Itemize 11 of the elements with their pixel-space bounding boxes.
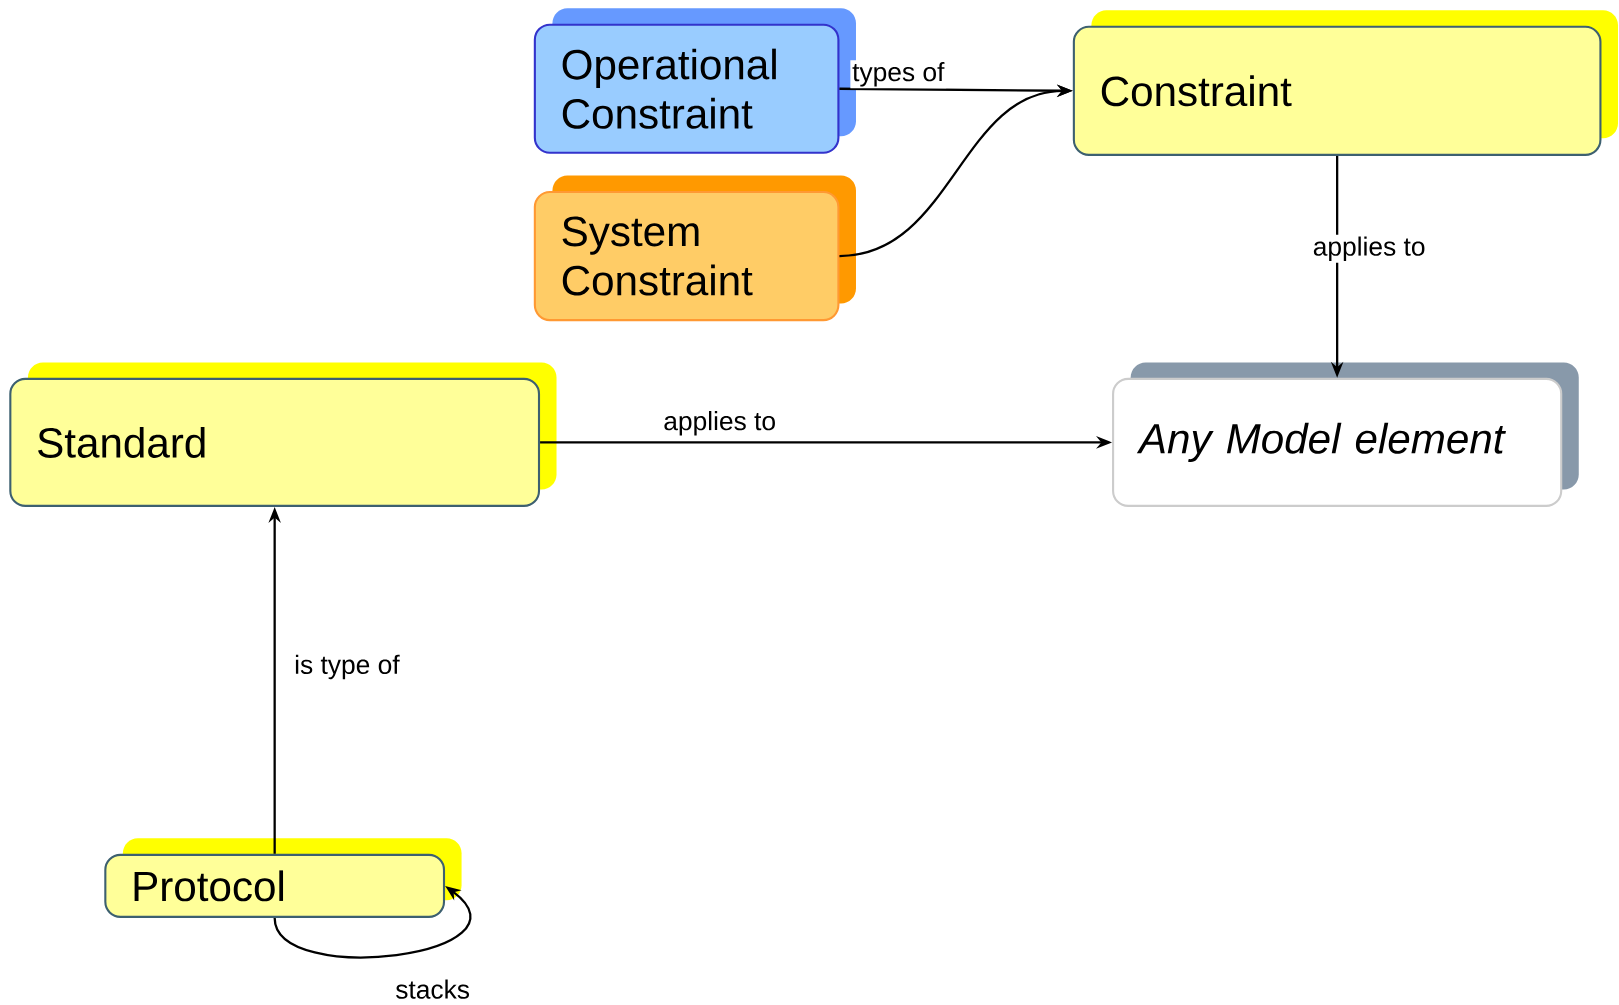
concept-box: Constraint: [1072, 10, 1618, 157]
concept-box: Standard: [9, 362, 557, 508]
edge-label: is type of: [292, 653, 402, 682]
concept-box: System Constraint: [533, 175, 856, 322]
concept-box: Any Model element: [1112, 362, 1579, 508]
arrow: [273, 886, 471, 959]
concept-box: Protocol: [104, 838, 462, 919]
edge-label: types of: [850, 60, 947, 89]
edge-label: applies to: [661, 409, 778, 438]
edge-label: stacks: [393, 977, 472, 1001]
edge-label: applies to: [1311, 234, 1428, 264]
